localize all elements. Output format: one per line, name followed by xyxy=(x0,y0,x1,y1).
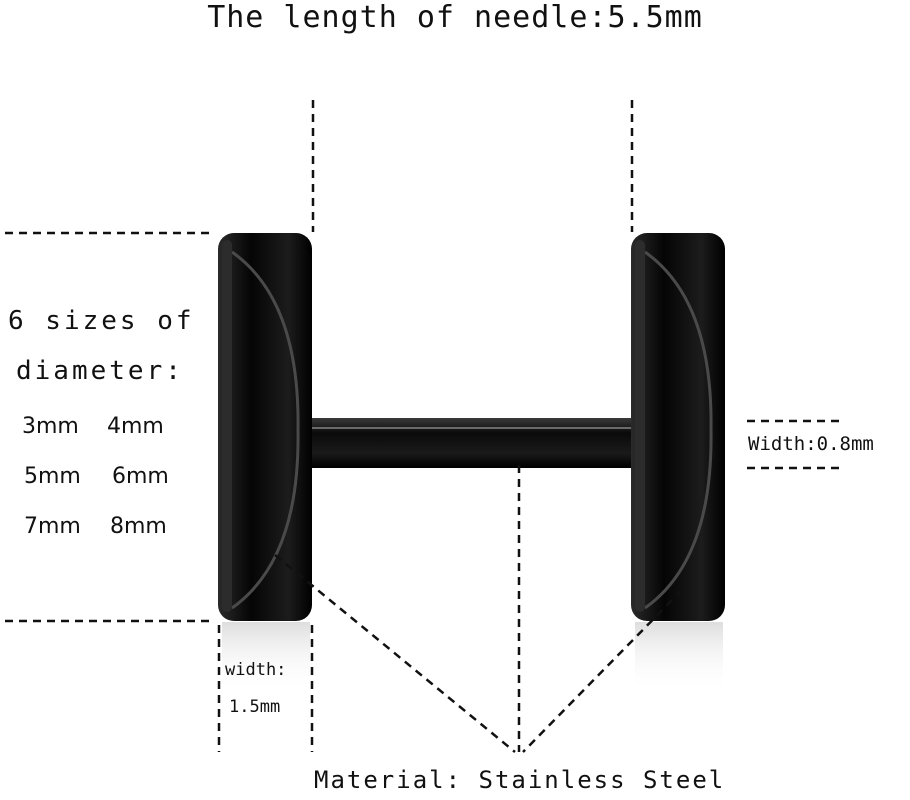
left-disc-reflection xyxy=(222,622,310,692)
diameter-label-line2: diameter: xyxy=(16,356,184,386)
size-option: 5mm xyxy=(24,464,81,489)
left-disc-rim-highlight xyxy=(231,250,300,610)
disc-width-label-line2: 1.5mm xyxy=(229,697,281,717)
needle-bar xyxy=(300,418,645,468)
disc-width-label-line1: width: xyxy=(225,660,287,680)
diameter-label-line1: 6 sizes of xyxy=(8,306,195,336)
size-option: 8mm xyxy=(110,514,167,539)
size-option: 6mm xyxy=(112,464,169,489)
needle-length-title: The length of needle:5.5mm xyxy=(207,0,703,35)
size-option: 3mm xyxy=(22,414,79,439)
size-option: 4mm xyxy=(107,414,164,439)
right-disc-reflection xyxy=(635,622,723,692)
right-disc-rim-highlight xyxy=(644,250,713,610)
right-disc-edge xyxy=(635,240,645,612)
size-option: 7mm xyxy=(24,514,81,539)
material-pointer-left xyxy=(274,554,516,753)
material-label: Material: Stainless Steel xyxy=(314,766,726,794)
left-disc-edge xyxy=(222,240,232,612)
bar-width-label: Width:0.8mm xyxy=(748,433,874,455)
material-pointer-right xyxy=(522,589,683,753)
